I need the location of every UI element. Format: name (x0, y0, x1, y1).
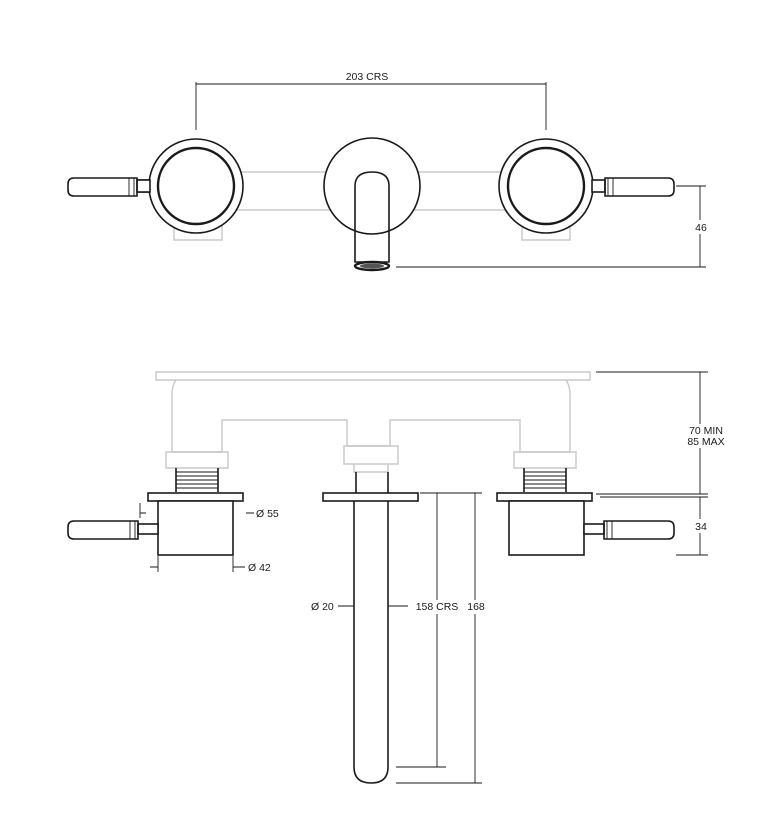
label-70-min: 70 MIN (689, 425, 723, 437)
dim-wall-depth: 70 MIN 85 MAX (596, 371, 732, 495)
right-threaded-shank (523, 468, 567, 492)
top-spout-rosette (323, 137, 421, 272)
label-dia-42: Ø 42 (248, 562, 271, 574)
top-hidden-foot-left (173, 226, 223, 241)
top-left-lever (67, 177, 151, 197)
dim-158-crs: 158 CRS (396, 492, 462, 768)
dim-46: 46 (396, 185, 710, 268)
top-hidden-foot-right (521, 226, 571, 241)
left-handle-assembly (67, 492, 244, 556)
dim-dia-42: Ø 42 (150, 556, 271, 574)
hidden-wall-body (155, 371, 591, 473)
dim-34: 34 (600, 496, 711, 556)
left-threaded-shank (175, 468, 219, 492)
label-158-crs: 158 CRS (416, 601, 459, 613)
label-dia-20: Ø 20 (311, 601, 334, 613)
right-handle-assembly (496, 492, 675, 556)
top-view: 203 CRS 46 (67, 70, 710, 272)
label-85-max: 85 MAX (687, 436, 724, 448)
top-left-rosette (148, 138, 244, 234)
label-34: 34 (695, 521, 707, 533)
label-dia-55: Ø 55 (256, 508, 279, 520)
dim-203-crs: 203 CRS (195, 70, 547, 130)
label-203-crs: 203 CRS (346, 71, 389, 83)
top-right-lever (591, 177, 675, 197)
dim-168: 168 (396, 492, 487, 784)
top-right-rosette (498, 138, 594, 234)
dim-dia-20: Ø 20 (311, 601, 408, 613)
label-46: 46 (695, 222, 707, 234)
side-view: Ø 55 Ø 42 Ø 20 158 CRS 168 70 MIN (67, 371, 732, 784)
spout (322, 472, 419, 784)
dim-dia-55: Ø 55 (139, 503, 279, 520)
label-168: 168 (467, 601, 485, 613)
